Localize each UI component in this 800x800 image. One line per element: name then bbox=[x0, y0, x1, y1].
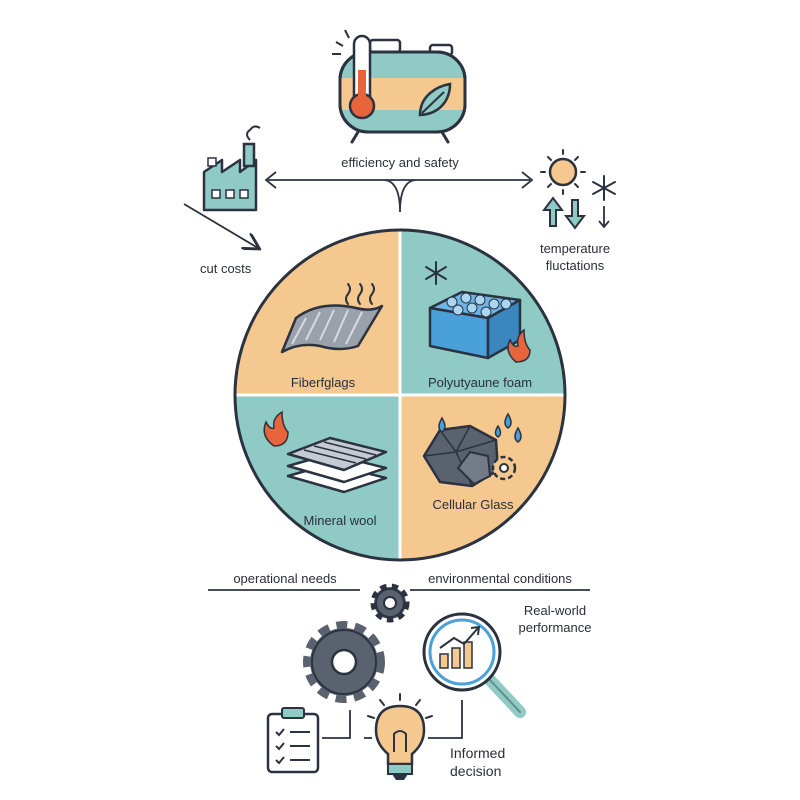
cut-costs-arrow bbox=[183, 203, 258, 248]
mineral-wool-icon bbox=[286, 436, 388, 494]
gear-icon bbox=[370, 583, 410, 623]
thin-down-arrow-icon bbox=[598, 206, 610, 229]
water-drop-icon bbox=[438, 412, 522, 443]
temperature-label-line2: fluctations bbox=[545, 258, 605, 273]
clipboard-icon bbox=[266, 707, 320, 774]
operational-needs-label: operational needs bbox=[233, 571, 337, 586]
down-arrow-icon bbox=[564, 199, 586, 230]
real-world-performance-label: Real-world performance bbox=[500, 602, 610, 636]
decision-connectors bbox=[322, 700, 463, 739]
leaf-icon bbox=[418, 82, 452, 117]
cut-costs-label: cut costs bbox=[200, 261, 252, 276]
performance-line2: performance bbox=[518, 620, 592, 635]
flame-icon bbox=[507, 328, 531, 363]
bar-chart-icon bbox=[439, 625, 481, 669]
fiberglass-sheet-icon bbox=[280, 283, 384, 354]
environmental-conditions-label: environmental conditions bbox=[428, 571, 572, 586]
large-gear-icon bbox=[303, 621, 385, 703]
material-label-fiberglass: Fiberfglags bbox=[290, 375, 356, 390]
cellular-glass-icon bbox=[422, 424, 500, 488]
foam-block-icon bbox=[428, 290, 522, 360]
temperature-label-line1: temperature bbox=[539, 241, 611, 256]
material-label-cellular-glass: Cellular Glass bbox=[432, 497, 514, 512]
informed-decision-label: Informed decision bbox=[450, 744, 505, 780]
efficiency-safety-label: efficiency and safety bbox=[341, 155, 459, 170]
magnifying-glass-icon bbox=[422, 612, 526, 718]
lightbulb-icon bbox=[367, 693, 433, 780]
snowflake-small-icon bbox=[425, 261, 447, 285]
snowflake-icon bbox=[592, 175, 616, 201]
material-label-mineral-wool: Mineral wool bbox=[303, 513, 377, 528]
material-label-polyurethane-foam: Polyutyaune foam bbox=[427, 375, 533, 390]
decision-line2: decision bbox=[450, 763, 502, 779]
efficiency-connector bbox=[264, 171, 534, 213]
thermometer-icon bbox=[332, 29, 376, 120]
decision-line1: Informed bbox=[450, 745, 506, 761]
up-arrow-icon bbox=[542, 196, 564, 227]
gear-small-icon bbox=[491, 455, 517, 481]
performance-line1: Real-world bbox=[523, 603, 587, 618]
factory-icon bbox=[202, 125, 261, 212]
temperature-label: temperature fluctations bbox=[515, 240, 635, 274]
flame-icon bbox=[263, 410, 289, 447]
sun-icon bbox=[540, 149, 586, 195]
